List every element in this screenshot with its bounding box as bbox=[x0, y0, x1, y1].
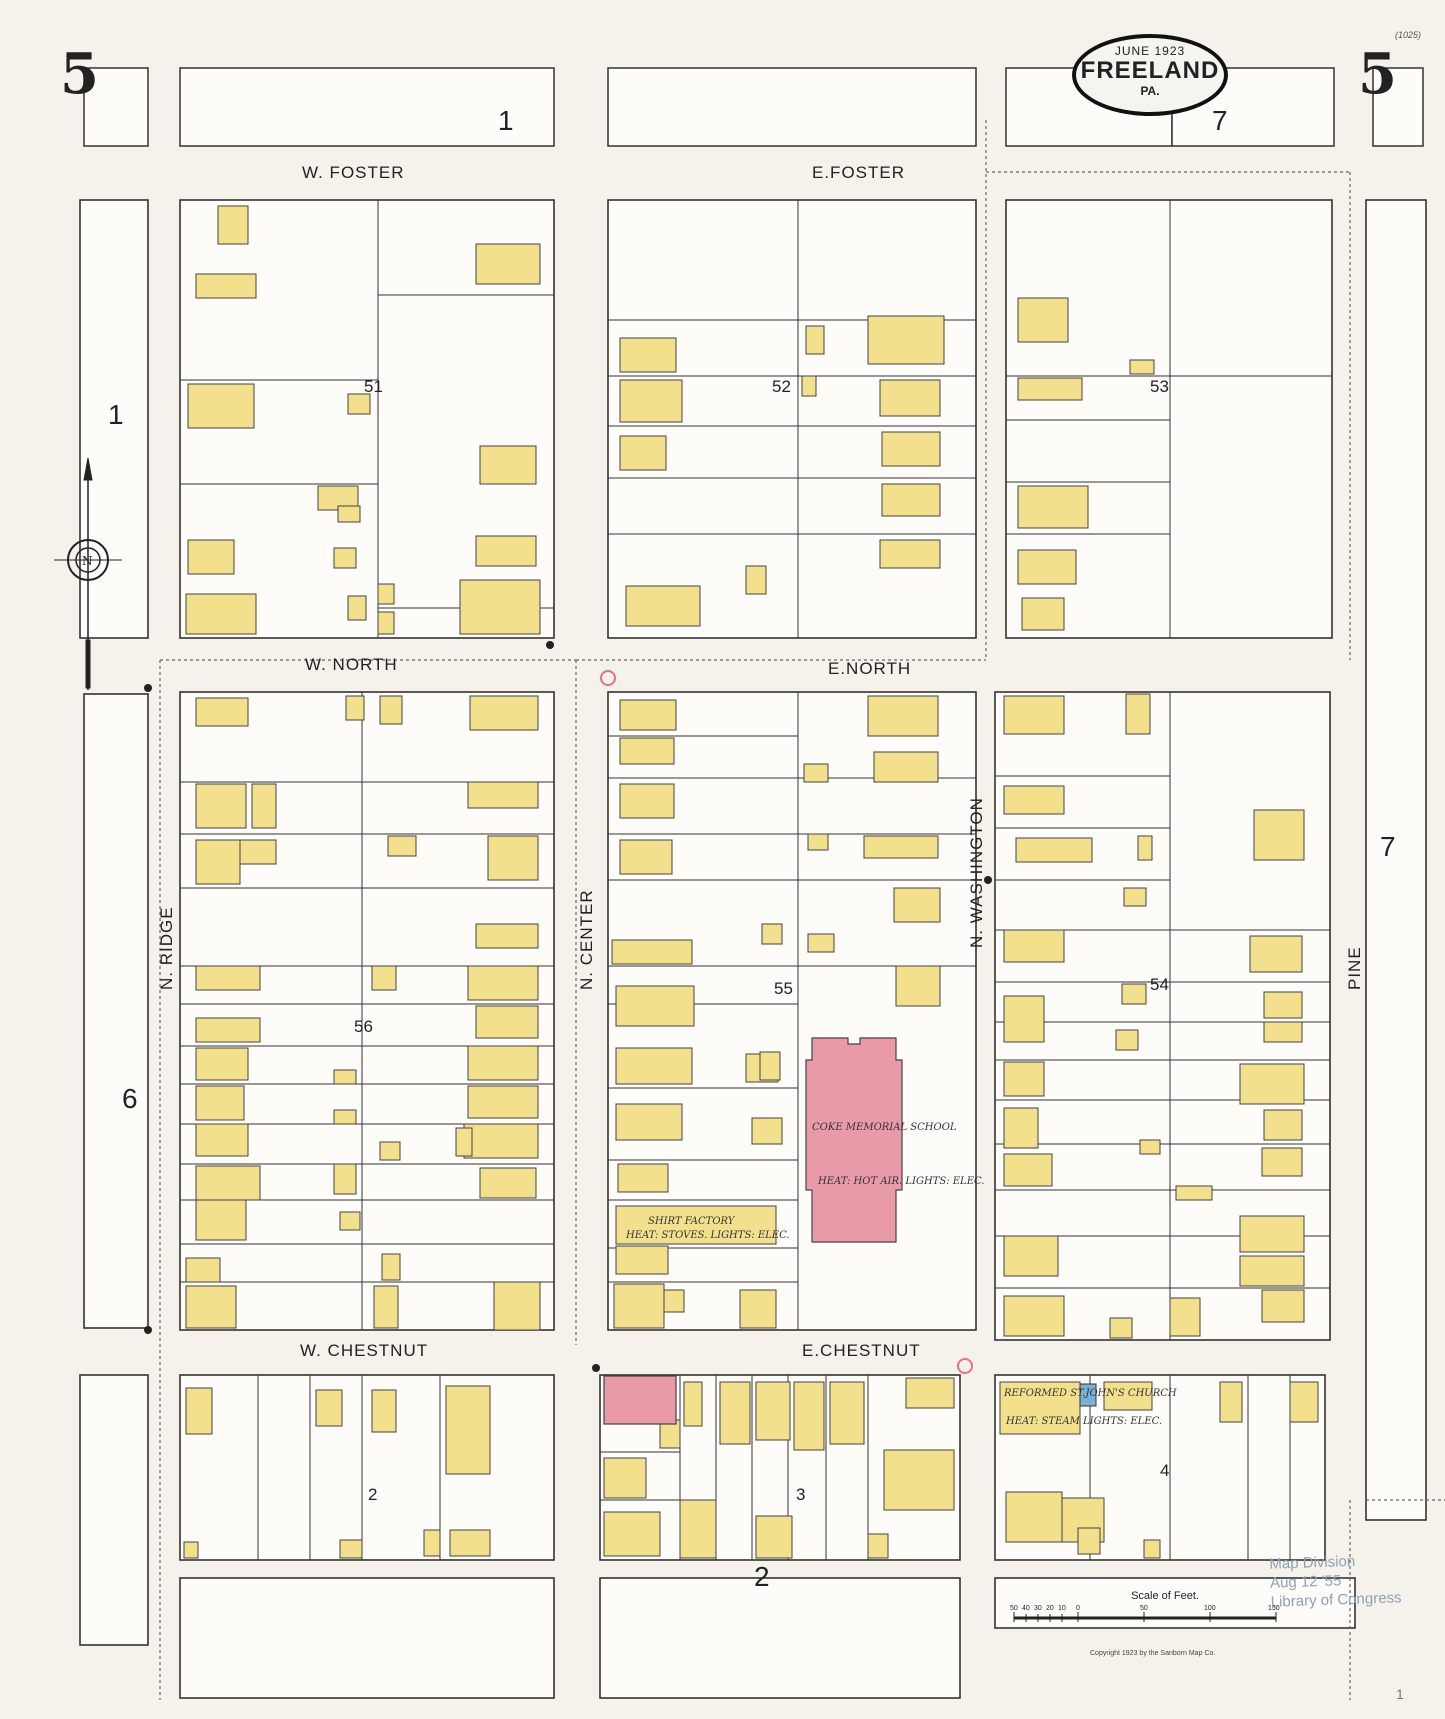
street-pine: PINE bbox=[1345, 946, 1364, 990]
adjacent-sheet-6-left: 6 bbox=[122, 1083, 138, 1114]
compass-rose: N bbox=[54, 457, 122, 690]
scale-tick-150: 150 bbox=[1268, 1605, 1280, 1612]
north-strip-blocks bbox=[83, 67, 1424, 147]
block-number-4: 4 bbox=[1160, 1461, 1169, 1480]
street-n-washington: N. WASHINGTON bbox=[967, 797, 986, 948]
street-e-chestnut: E.CHESTNUT bbox=[802, 1341, 921, 1360]
block-west-strip-bottom bbox=[79, 1374, 149, 1646]
scale-tick-100: 100 bbox=[1204, 1605, 1216, 1612]
adjacent-sheet-1-top: 1 bbox=[498, 105, 514, 136]
lot-lines bbox=[180, 200, 1332, 1560]
scale-tick-30: 30 bbox=[1034, 1605, 1042, 1612]
block-number-2: 2 bbox=[368, 1485, 377, 1504]
block-west-strip-north bbox=[79, 199, 149, 639]
block-number-53: 53 bbox=[1150, 377, 1169, 396]
sheet-number-left: 5 bbox=[60, 41, 99, 107]
map-town: FREELAND bbox=[1080, 57, 1220, 84]
hydrants bbox=[600, 670, 973, 1374]
page-reference: (1025) bbox=[1395, 30, 1422, 40]
block-east-strip bbox=[1365, 199, 1427, 1521]
svg-text:N: N bbox=[82, 554, 93, 568]
street-e-foster: E.FOSTER bbox=[812, 163, 905, 182]
block-number-54: 54 bbox=[1150, 975, 1169, 994]
scale-tick-50w: 50 bbox=[1010, 1605, 1018, 1612]
school-note: HEAT: HOT AIR. LIGHTS: ELEC. bbox=[817, 1176, 984, 1187]
map-date: JUNE 1923 bbox=[1114, 44, 1186, 58]
scale-graphic: 50 40 30 20 10 0 50 100 150 bbox=[1010, 1605, 1280, 1622]
dwellings bbox=[183, 205, 1319, 1559]
corner-mark: 1 bbox=[1396, 1686, 1404, 1702]
street-e-north: E.NORTH bbox=[828, 659, 911, 678]
school-label: COKE MEMORIAL SCHOOL bbox=[812, 1122, 957, 1133]
street-n-center: N. CENTER bbox=[577, 889, 596, 990]
scale-tick-50: 50 bbox=[1140, 1605, 1148, 1612]
church-steam-boiler bbox=[1079, 1383, 1097, 1407]
block-number-52: 52 bbox=[772, 377, 791, 396]
sheet-number-right: 5 bbox=[1358, 41, 1397, 107]
library-stamp: Map Division Aug 12 '55 Library of Congr… bbox=[1269, 1549, 1431, 1612]
hydrant-dots bbox=[144, 641, 992, 1372]
church-note: HEAT: STEAM LIGHTS: ELEC. bbox=[1005, 1416, 1162, 1427]
factory-label: SHIRT FACTORY bbox=[648, 1216, 736, 1227]
water-pipes bbox=[159, 120, 1445, 1700]
block-number-56: 56 bbox=[354, 1017, 373, 1036]
adjacent-sheet-1-left: 1 bbox=[108, 399, 124, 430]
coke-memorial-school bbox=[805, 1037, 903, 1243]
block-2 bbox=[179, 1374, 555, 1561]
st-johns-church bbox=[999, 1381, 1081, 1435]
adjacent-sheet-7-right: 7 bbox=[1380, 831, 1396, 862]
street-w-chestnut: W. CHESTNUT bbox=[300, 1341, 428, 1360]
scale-tick-10: 10 bbox=[1058, 1605, 1066, 1612]
map-state: PA. bbox=[1140, 84, 1160, 98]
brick-structures bbox=[603, 1037, 903, 1425]
street-w-north: W. NORTH bbox=[305, 655, 398, 674]
block-west-strip-south bbox=[83, 693, 149, 1329]
block-number-51: 51 bbox=[364, 377, 383, 396]
block-number-3: 3 bbox=[796, 1485, 805, 1504]
church-label: REFORMED ST.JOHN'S CHURCH bbox=[1003, 1388, 1177, 1399]
copyright-line: Copyright 1923 by the Sanborn Map Co. bbox=[1090, 1650, 1216, 1657]
scale-label: Scale of Feet. bbox=[1131, 1590, 1199, 1602]
shirt-factory bbox=[615, 1205, 777, 1245]
scale-tick-40: 40 bbox=[1022, 1605, 1030, 1612]
scale-tick-0: 0 bbox=[1076, 1605, 1080, 1612]
brick-store bbox=[603, 1375, 677, 1425]
street-w-foster: W. FOSTER bbox=[302, 163, 405, 182]
adjacent-sheet-2-bottom: 2 bbox=[754, 1561, 770, 1592]
city-blocks bbox=[79, 199, 1427, 1699]
scale-tick-20: 20 bbox=[1046, 1605, 1054, 1612]
street-n-ridge: N. RIDGE bbox=[157, 906, 176, 990]
block-number-55: 55 bbox=[774, 979, 793, 998]
adjacent-sheet-7-top: 7 bbox=[1212, 105, 1228, 136]
title-cartouche: JUNE 1923 FREELAND PA. bbox=[1072, 34, 1228, 116]
scale-bar: Scale of Feet. 50 40 30 20 10 0 50 100 1… bbox=[1010, 1590, 1280, 1633]
factory-note: HEAT: STOVES. LIGHTS: ELEC. bbox=[625, 1230, 790, 1241]
